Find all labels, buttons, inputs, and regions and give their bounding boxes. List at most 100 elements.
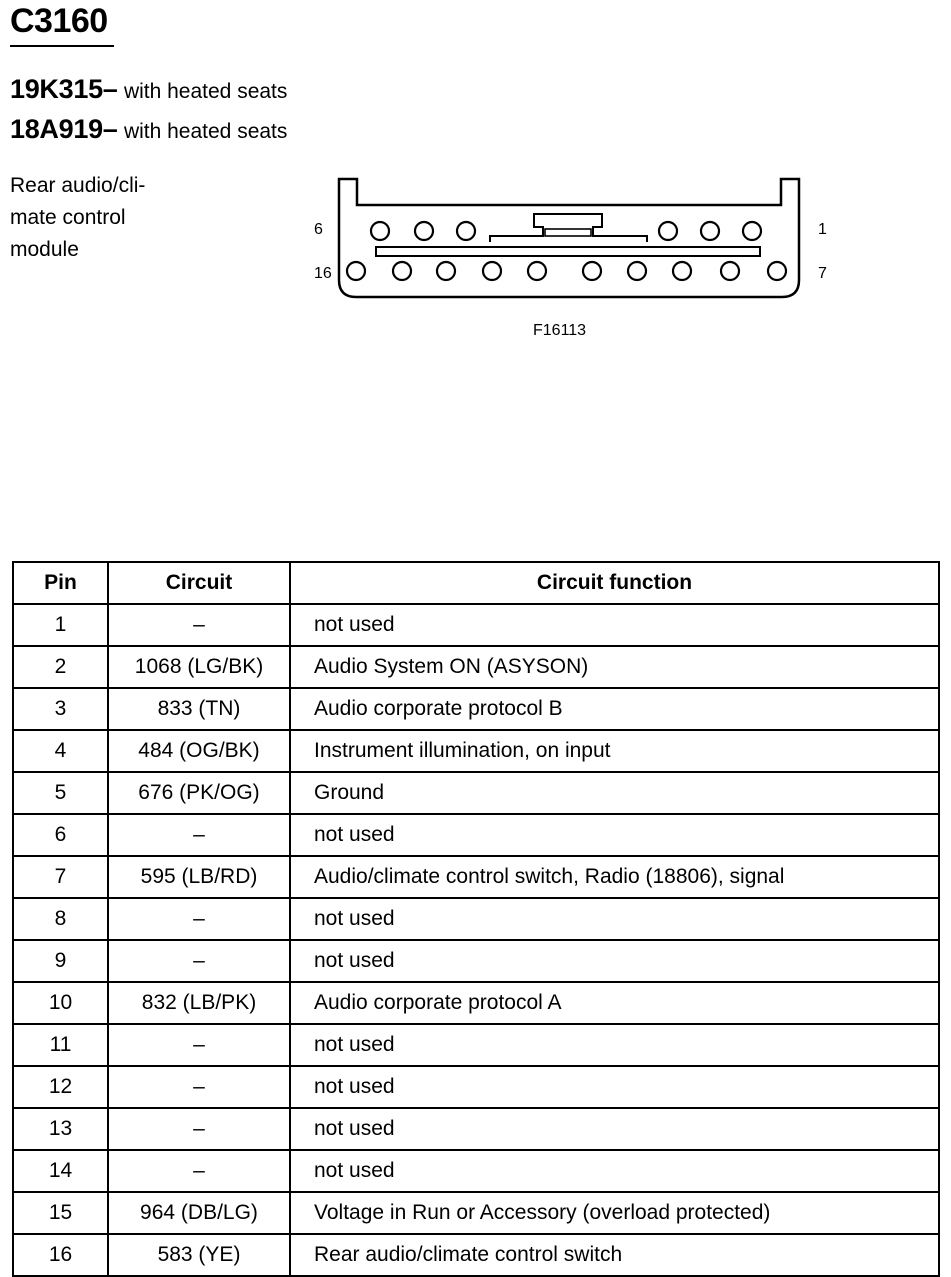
circuit-cell: 832 (LB/PK) <box>107 981 291 1025</box>
table-row: 8–not used <box>12 897 940 941</box>
connector-title: C3160 <box>10 2 108 40</box>
circuit-cell: – <box>107 1107 291 1151</box>
table-row: 6–not used <box>12 813 940 857</box>
table-row: 11–not used <box>12 1023 940 1067</box>
connector-pin-bottom <box>345 260 367 282</box>
connector-pin-bottom <box>435 260 457 282</box>
part-description: with heated seats <box>123 80 288 103</box>
circuit-cell: 964 (DB/LG) <box>107 1191 291 1235</box>
header-circuit: Circuit <box>107 561 291 605</box>
connector-pin-bottom <box>526 260 548 282</box>
part-dash: – <box>102 74 118 104</box>
pin-cell: 11 <box>12 1023 109 1067</box>
connector-housing-outline <box>337 177 801 299</box>
function-cell: Voltage in Run or Accessory (overload pr… <box>289 1191 940 1235</box>
pin-cell: 8 <box>12 897 109 941</box>
pin-cell: 9 <box>12 939 109 983</box>
module-label-line: module <box>10 238 79 261</box>
connector-pin-bottom <box>766 260 788 282</box>
function-cell: not used <box>289 1065 940 1109</box>
function-cell: Audio/climate control switch, Radio (188… <box>289 855 940 899</box>
pin-cell: 7 <box>12 855 109 899</box>
circuit-cell: – <box>107 1065 291 1109</box>
part-dash: – <box>102 114 118 144</box>
connector-pin-top <box>699 220 721 242</box>
pin-cell: 10 <box>12 981 109 1025</box>
connector-pin-top <box>413 220 435 242</box>
part-number: 19K315 <box>10 74 103 104</box>
function-cell: Ground <box>289 771 940 815</box>
connector-center-rib <box>375 246 761 257</box>
circuit-cell: – <box>107 603 291 647</box>
circuit-cell: 1068 (LG/BK) <box>107 645 291 689</box>
connector-keyway <box>489 213 648 242</box>
pin-cell: 14 <box>12 1149 109 1193</box>
circuit-cell: – <box>107 897 291 941</box>
connector-pin-bottom <box>719 260 741 282</box>
table-row: 12–not used <box>12 1065 940 1109</box>
header-circuit-function: Circuit function <box>289 561 940 605</box>
function-cell: Audio corporate protocol B <box>289 687 940 731</box>
circuit-cell: 484 (OG/BK) <box>107 729 291 773</box>
circuit-cell: 833 (TN) <box>107 687 291 731</box>
pin-cell: 6 <box>12 813 109 857</box>
table-row: 1–not used <box>12 603 940 647</box>
connector-face-diagram: 6 1 16 7 <box>314 177 827 299</box>
table-row: 9–not used <box>12 939 940 983</box>
connector-pin-bottom <box>671 260 693 282</box>
function-cell: Rear audio/climate control switch <box>289 1233 940 1277</box>
pin-cell: 3 <box>12 687 109 731</box>
circuit-cell: 583 (YE) <box>107 1233 291 1277</box>
top-pin-row <box>369 220 763 242</box>
connector-pin-top <box>657 220 679 242</box>
title-underline <box>10 45 114 47</box>
function-cell: not used <box>289 1107 940 1151</box>
table-row: 13–not used <box>12 1107 940 1151</box>
pin-cell: 16 <box>12 1233 109 1277</box>
connector-pin-bottom <box>391 260 413 282</box>
pin-label-1: 1 <box>818 221 827 238</box>
pin-cell: 13 <box>12 1107 109 1151</box>
circuit-cell: 676 (PK/OG) <box>107 771 291 815</box>
connector-pin-top <box>455 220 477 242</box>
part-number: 18A919 <box>10 114 103 144</box>
pin-cell: 12 <box>12 1065 109 1109</box>
connector-pin-top <box>741 220 763 242</box>
pin-cell: 15 <box>12 1191 109 1235</box>
function-cell: Audio System ON (ASYSON) <box>289 645 940 689</box>
pin-label-7: 7 <box>818 265 827 282</box>
function-cell: not used <box>289 897 940 941</box>
part-line-1: 19K315– with heated seats <box>10 74 287 105</box>
function-cell: Audio corporate protocol A <box>289 981 940 1025</box>
part-line-2: 18A919– with heated seats <box>10 114 287 145</box>
pin-cell: 1 <box>12 603 109 647</box>
connector-key-slot <box>544 228 592 237</box>
function-cell: not used <box>289 603 940 647</box>
circuit-cell: – <box>107 1023 291 1067</box>
circuit-cell: 595 (LB/RD) <box>107 855 291 899</box>
header-pin: Pin <box>12 561 109 605</box>
function-cell: not used <box>289 813 940 857</box>
module-label-line: Rear audio/cli- <box>10 174 146 197</box>
pin-label-6: 6 <box>314 221 323 238</box>
table-header-row: Pin Circuit Circuit function <box>12 561 940 605</box>
function-cell: not used <box>289 1023 940 1067</box>
connector-pin-bottom <box>481 260 503 282</box>
module-label: Rear audio/cli- mate control module <box>10 170 180 266</box>
connector-pin-bottom <box>581 260 603 282</box>
connector-pin-top <box>369 220 391 242</box>
circuit-cell: – <box>107 939 291 983</box>
circuit-cell: – <box>107 1149 291 1193</box>
pin-cell: 5 <box>12 771 109 815</box>
table-row: 14–not used <box>12 1149 940 1193</box>
module-label-line: mate control <box>10 206 126 229</box>
